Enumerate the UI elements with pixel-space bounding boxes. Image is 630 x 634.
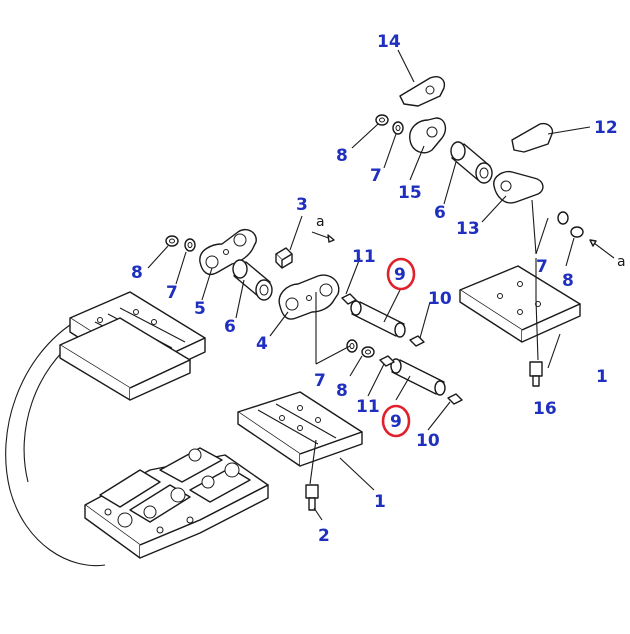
note-a: a [617, 254, 626, 270]
leader-lines [147, 49, 591, 521]
arrow-a-right [589, 239, 615, 259]
pin-9-lower [390, 358, 446, 396]
callout-8: 8 [562, 271, 574, 291]
callout-8: 8 [336, 146, 348, 166]
highlight-ring-9-lower [381, 404, 411, 438]
callout-6: 6 [224, 317, 236, 337]
callout-7: 7 [370, 166, 382, 186]
link-15 [409, 117, 447, 154]
callout-1: 1 [374, 492, 386, 512]
callout-7: 7 [536, 257, 548, 277]
nut-8-center [361, 346, 375, 358]
callout-7: 7 [166, 283, 178, 303]
callout-9: 9 [390, 412, 402, 432]
callout-14: 14 [377, 32, 401, 52]
note-a: a [316, 214, 325, 230]
bolt-16 [529, 361, 543, 387]
callout-8: 8 [131, 263, 143, 283]
link-13 [493, 170, 544, 204]
callout-15: 15 [398, 183, 422, 203]
washer-7-top [392, 121, 404, 135]
part-14 [399, 76, 446, 107]
washer-7-left [184, 238, 196, 252]
callout-5: 5 [194, 299, 206, 319]
spacer-10-upper [409, 335, 425, 347]
callout-2: 2 [318, 526, 330, 546]
spacer-10-lower [447, 393, 463, 405]
callout-3: 3 [296, 195, 308, 215]
callout-10: 10 [416, 431, 440, 451]
pin-9-upper [350, 300, 406, 338]
callout-10: 10 [428, 289, 452, 309]
track-chain-assembly [5, 291, 269, 567]
spacer-11-upper [341, 293, 357, 305]
nut-8-right [570, 226, 584, 238]
bushing-6-left [232, 259, 273, 301]
track-shoe-1-right [459, 265, 581, 343]
link-5 [199, 228, 257, 276]
washer-7-right [557, 211, 569, 225]
bushing-6-right [450, 141, 493, 184]
callout-4: 4 [256, 334, 268, 354]
part-12 [511, 122, 554, 153]
callout-9: 9 [394, 265, 406, 285]
nut-8-top [375, 114, 389, 126]
arrow-a-left [311, 231, 335, 243]
callout-6: 6 [434, 203, 446, 223]
callout-11: 11 [356, 397, 380, 417]
master-link-4 [278, 274, 340, 320]
callout-7: 7 [314, 371, 326, 391]
bolt-2 [305, 484, 319, 511]
track-shoe-1-center [237, 391, 363, 467]
callout-12: 12 [594, 118, 618, 138]
callout-8: 8 [336, 381, 348, 401]
washer-7-center [346, 339, 358, 353]
callout-1: 1 [596, 367, 608, 387]
callout-11: 11 [352, 247, 376, 267]
nut-8-left [165, 235, 179, 247]
plate-3 [275, 247, 293, 269]
callout-16: 16 [533, 399, 557, 419]
highlight-ring-9-upper [386, 257, 416, 291]
callout-13: 13 [456, 219, 480, 239]
